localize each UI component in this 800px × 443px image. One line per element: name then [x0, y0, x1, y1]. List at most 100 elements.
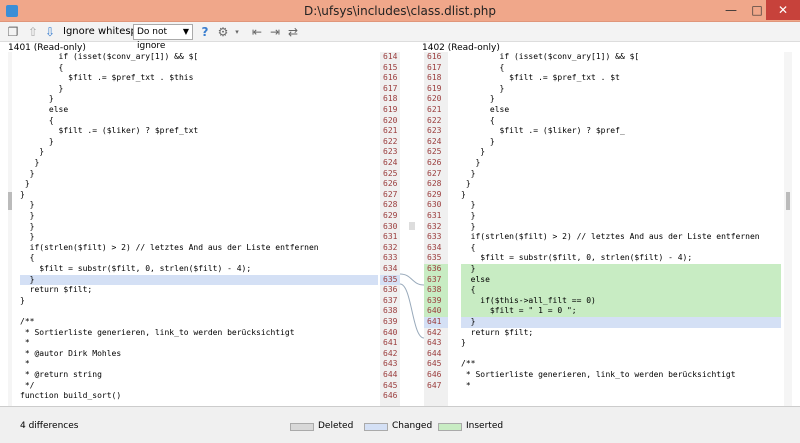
arrow-down-icon[interactable]: ⇩	[44, 25, 56, 39]
sync-icon[interactable]: ⇄	[287, 25, 299, 39]
code-line[interactable]: else	[461, 105, 510, 114]
code-line[interactable]: }	[461, 94, 495, 104]
code-line[interactable]: }	[20, 221, 35, 231]
code-line[interactable]: }	[461, 264, 781, 275]
code-line[interactable]: if(strlen($filt) > 2) // letztes And aus…	[20, 242, 319, 252]
copy-icon[interactable]: ❐	[7, 25, 19, 39]
line-number: 631	[427, 211, 442, 220]
code-line[interactable]: $filt = " 1 = 0 ";	[461, 306, 781, 317]
code-line[interactable]: }	[461, 136, 495, 146]
code-line[interactable]: return $filt;	[20, 285, 93, 295]
code-line[interactable]: }	[20, 274, 378, 286]
code-line[interactable]: {	[20, 115, 54, 125]
left-scroll-thumb[interactable]	[8, 192, 12, 210]
code-line[interactable]: * Sortierliste generieren, link_to werde…	[20, 327, 295, 337]
code-line[interactable]: *	[20, 338, 30, 348]
code-line[interactable]: }	[20, 147, 45, 157]
code-line[interactable]: * @autor Dirk Mohles	[20, 348, 122, 358]
code-line[interactable]: }	[461, 211, 476, 220]
ignore-whitespace-select[interactable]: Do not ignore ▼	[133, 24, 193, 51]
right-scroll-thumb[interactable]	[786, 192, 790, 210]
code-line[interactable]: }	[20, 211, 35, 220]
code-line[interactable]: /**	[20, 317, 35, 326]
code-line[interactable]: {	[461, 62, 505, 72]
code-line[interactable]: }	[461, 168, 476, 178]
minimize-button[interactable]: —	[725, 3, 737, 17]
code-line[interactable]: }	[20, 158, 40, 167]
code-line[interactable]: /**	[461, 359, 476, 369]
close-button[interactable]: ✕	[766, 0, 800, 20]
line-number: 646	[383, 391, 398, 401]
code-line[interactable]: }	[461, 158, 481, 167]
code-line[interactable]: }	[20, 168, 35, 178]
code-line[interactable]: $filt .= ($liker) ? $pref_	[461, 126, 625, 136]
line-number: 636	[383, 285, 398, 295]
code-line[interactable]: {	[20, 253, 35, 263]
help-icon[interactable]: ?	[201, 25, 209, 39]
code-line[interactable]: {	[461, 115, 495, 125]
code-line[interactable]: }	[461, 179, 471, 189]
line-number: 639	[424, 295, 448, 307]
line-number: 643	[427, 338, 442, 348]
left-editor[interactable]: if (isset($conv_ary[1]) && $[ { $filt .=…	[20, 52, 378, 406]
code-line[interactable]	[461, 349, 781, 360]
code-line[interactable]	[20, 306, 378, 317]
code-line[interactable]: }	[20, 136, 54, 146]
code-line[interactable]: }	[461, 221, 476, 231]
connector-handle[interactable]	[409, 222, 415, 230]
code-line[interactable]: $filt = substr($filt, 0, strlen($filt) -…	[20, 264, 252, 273]
arrow-up-icon[interactable]: ⇧	[27, 25, 39, 39]
maximize-button[interactable]: □	[751, 3, 763, 17]
code-line[interactable]: if(strlen($filt) > 2) // letztes And aus…	[461, 232, 760, 242]
code-line[interactable]: $filt .= ($liker) ? $pref_txt	[20, 126, 199, 136]
code-line[interactable]: }	[461, 338, 466, 348]
code-line[interactable]: }	[461, 317, 781, 328]
code-line[interactable]: {	[461, 285, 781, 296]
code-line[interactable]: }	[461, 200, 476, 210]
code-line[interactable]: if($this->all_filt == 0)	[461, 295, 781, 307]
left-overview-bar[interactable]	[8, 52, 12, 406]
right-editor[interactable]: if (isset($conv_ary[1]) && $[ { $filt .=…	[461, 52, 781, 406]
code-line[interactable]: *	[20, 359, 30, 369]
next-file-icon[interactable]: ⇥	[269, 25, 281, 39]
code-line[interactable]: */	[20, 380, 35, 390]
code-line[interactable]: * Sortierliste generieren, link_to werde…	[461, 370, 736, 379]
code-line[interactable]: }	[20, 232, 35, 242]
code-line[interactable]: }	[20, 94, 54, 104]
code-line[interactable]: return $filt;	[461, 327, 534, 337]
code-line[interactable]: }	[461, 83, 505, 93]
code-line[interactable]: * @return string	[20, 370, 102, 379]
code-line[interactable]: }	[461, 189, 466, 199]
code-line[interactable]: else	[461, 274, 781, 286]
left-scroll-gutter	[0, 52, 8, 406]
code-line[interactable]: if (isset($conv_ary[1]) && $[	[461, 52, 640, 61]
line-number: 633	[383, 253, 398, 263]
code-line[interactable]: }	[20, 83, 64, 93]
gear-icon[interactable]: ⚙	[217, 25, 229, 39]
code-line[interactable]: }	[20, 179, 30, 189]
code-line[interactable]: $filt .= $pref_txt . $t	[461, 73, 620, 83]
code-line[interactable]: *	[461, 380, 471, 390]
code-line[interactable]: {	[20, 62, 64, 72]
code-line[interactable]: if (isset($conv_ary[1]) && $[	[20, 52, 199, 61]
legend-inserted-label: Inserted	[466, 421, 504, 431]
code-line[interactable]: else	[20, 105, 69, 114]
line-number: 617	[383, 83, 398, 93]
code-line[interactable]: }	[20, 189, 25, 199]
code-line[interactable]: {	[461, 242, 476, 252]
right-overview-bar[interactable]	[784, 52, 792, 406]
window-title: D:\ufsys\includes\class.dlist.php	[303, 4, 497, 18]
line-number: 629	[383, 211, 398, 220]
line-number: 635	[380, 274, 400, 286]
code-line[interactable]: }	[461, 147, 486, 157]
line-number: 621	[427, 105, 442, 114]
previous-file-icon[interactable]: ⇤	[251, 25, 263, 39]
code-line[interactable]: $filt .= $pref_txt . $this	[20, 73, 194, 83]
code-line[interactable]: function build_sort()	[20, 391, 122, 401]
code-line[interactable]: $filt = substr($filt, 0, strlen($filt) -…	[461, 253, 693, 263]
code-line[interactable]: }	[20, 295, 25, 305]
line-number: 619	[427, 83, 442, 93]
line-number: 622	[383, 136, 398, 146]
code-line[interactable]: }	[20, 200, 35, 210]
gear-chevron-icon[interactable]: ▾	[235, 28, 239, 36]
